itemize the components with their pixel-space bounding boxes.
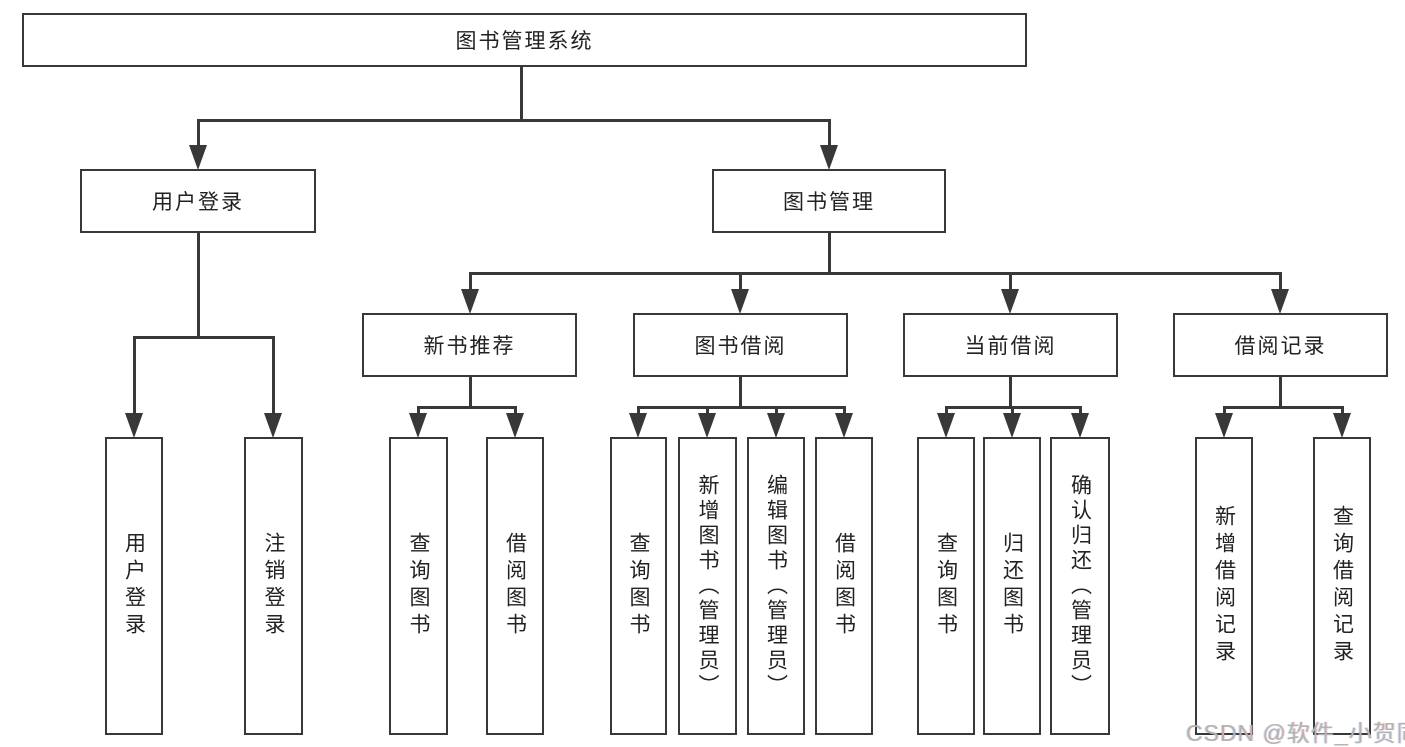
node-leaf-query-books-recommend: 查询图书 <box>389 437 448 735</box>
arrow-down-icon <box>731 289 749 314</box>
node-user-login: 用户登录 <box>80 169 316 233</box>
node-leaf-add-borrow-record-label: 新增借阅记录 <box>1212 505 1236 667</box>
connector-new-book-stem <box>469 377 472 408</box>
arrow-down-icon <box>409 413 427 438</box>
arrow-down-icon <box>125 413 143 438</box>
connector-leaf-drop <box>514 406 517 415</box>
node-user-login-label: 用户登录 <box>152 191 244 214</box>
arrow-down-icon <box>698 413 716 438</box>
arrow-down-icon <box>189 145 207 170</box>
connector-level3-drop <box>1279 272 1282 292</box>
node-root-label: 图书管理系统 <box>455 30 594 53</box>
connector-leaf-drop <box>1341 406 1344 415</box>
connector-book-management-drop <box>828 119 831 147</box>
node-leaf-confirm-return-admin-label: 确认归还（管理员） <box>1068 473 1092 699</box>
node-leaf-query-books-borrow-label: 查询图书 <box>627 532 650 640</box>
node-borrow-records-label: 借阅记录 <box>1234 335 1327 358</box>
connector-leaf-drop <box>843 406 846 415</box>
arrow-down-icon <box>1003 413 1021 438</box>
node-leaf-logout: 注销登录 <box>244 437 303 735</box>
node-leaf-logout-label: 注销登录 <box>262 532 285 640</box>
connector-level3-drop <box>469 272 472 292</box>
node-leaf-query-borrow-record: 查询借阅记录 <box>1313 437 1371 735</box>
node-leaf-query-borrow-record-label: 查询借阅记录 <box>1330 505 1354 667</box>
connector-book-management-stem <box>828 233 831 274</box>
node-book-borrow-label: 图书借阅 <box>694 335 787 358</box>
connector-leaf-drop <box>1011 406 1014 415</box>
arrow-down-icon <box>820 145 838 170</box>
connector-leaf-drop <box>637 406 640 415</box>
node-book-borrow: 图书借阅 <box>633 313 848 377</box>
node-leaf-user-login-label: 用户登录 <box>122 532 146 640</box>
connector-current-borrow-stem <box>1009 377 1012 408</box>
node-borrow-records: 借阅记录 <box>1173 313 1388 377</box>
connector-leaf-drop <box>775 406 778 415</box>
connector-branch-level2 <box>197 119 831 122</box>
node-leaf-query-books-recommend-label: 查询图书 <box>407 532 430 640</box>
connector-leaf-drop <box>1223 406 1226 415</box>
connector-leaf-drop <box>706 406 709 415</box>
arrow-down-icon <box>1001 289 1019 314</box>
watermark: CSDN @软件_小贺同学 <box>1186 720 1405 746</box>
node-current-borrow: 当前借阅 <box>903 313 1118 377</box>
connector-leaf-drop <box>1079 406 1082 415</box>
arrow-down-icon <box>1215 413 1233 438</box>
node-leaf-confirm-return-admin: 确认归还（管理员） <box>1050 437 1110 735</box>
node-leaf-query-books-borrow: 查询图书 <box>610 437 667 735</box>
connector-level3-drop <box>1009 272 1012 292</box>
arrow-down-icon <box>937 413 955 438</box>
connector-branch-new-book <box>418 406 516 409</box>
node-leaf-add-borrow-record: 新增借阅记录 <box>1195 437 1253 735</box>
connector-borrow-records-stem <box>1279 377 1282 408</box>
node-leaf-borrow-books-recommend-label: 借阅图书 <box>503 532 527 640</box>
connector-branch-borrow-records <box>1223 406 1343 409</box>
node-root: 图书管理系统 <box>22 13 1027 67</box>
arrow-down-icon <box>264 413 282 438</box>
connector-root-stem <box>520 67 523 122</box>
arrow-down-icon <box>1071 413 1089 438</box>
node-leaf-add-books-admin-label: 新增图书（管理员） <box>696 473 719 699</box>
connector-leaf-drop <box>417 406 420 415</box>
arrow-down-icon <box>835 413 853 438</box>
connector-user-login-stem <box>197 233 200 337</box>
arrow-down-icon <box>1271 289 1289 314</box>
arrow-down-icon <box>1333 413 1351 438</box>
node-new-book-recommend: 新书推荐 <box>362 313 577 377</box>
connector-branch-book-borrow <box>638 406 845 409</box>
node-leaf-borrow-books-recommend: 借阅图书 <box>486 437 544 735</box>
node-leaf-edit-books-admin-label: 编辑图书（管理员） <box>764 473 788 699</box>
node-leaf-edit-books-admin: 编辑图书（管理员） <box>747 437 805 735</box>
connector-branch-level3 <box>470 272 1281 275</box>
arrow-down-icon <box>506 413 524 438</box>
node-leaf-add-books-admin: 新增图书（管理员） <box>678 437 737 735</box>
node-current-borrow-label: 当前借阅 <box>964 335 1057 358</box>
connector-branch-user-login <box>134 336 275 339</box>
arrow-down-icon <box>767 413 785 438</box>
node-leaf-borrow-books: 借阅图书 <box>815 437 873 735</box>
connector-level3-drop <box>739 272 742 292</box>
node-leaf-query-books-current: 查询图书 <box>917 437 975 735</box>
arrow-down-icon <box>461 289 479 314</box>
connector-leaf-drop <box>945 406 948 415</box>
connector-leaf-drop <box>133 336 136 414</box>
connector-leaf-drop <box>272 336 275 414</box>
node-new-book-recommend-label: 新书推荐 <box>423 335 516 358</box>
node-leaf-borrow-books-label: 借阅图书 <box>832 532 856 640</box>
node-leaf-user-login: 用户登录 <box>105 437 163 735</box>
arrow-down-icon <box>629 413 647 438</box>
node-book-management-label: 图书管理 <box>783 191 875 214</box>
node-leaf-return-books: 归还图书 <box>983 437 1041 735</box>
connector-user-login-drop <box>197 119 200 147</box>
connector-book-borrow-stem <box>739 377 742 408</box>
node-book-management: 图书管理 <box>712 169 946 233</box>
node-leaf-return-books-label: 归还图书 <box>1000 532 1024 640</box>
node-leaf-query-books-current-label: 查询图书 <box>934 532 958 640</box>
